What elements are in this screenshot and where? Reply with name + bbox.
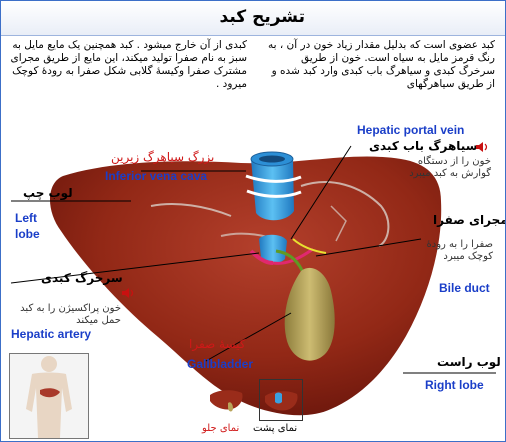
back-view-label: نمای پشت bbox=[253, 423, 298, 434]
page-title: تشریح کبد bbox=[219, 7, 305, 27]
portal-vein-shape bbox=[259, 234, 287, 264]
intro-text-right: کبد عضوی است که بدلیل مقدار زیاد خون در … bbox=[267, 39, 495, 90]
speaker-icon[interactable] bbox=[121, 287, 135, 299]
hepatic-artery-label-fa: سرخرگ کبدی bbox=[41, 271, 123, 285]
right-lobe-label-en: Right lobe bbox=[425, 378, 484, 392]
gallbladder-label-fa: کیسهٔ صفرا bbox=[189, 337, 246, 351]
left-lobe-label-fa: لوب چپ bbox=[23, 186, 73, 200]
bile-duct-shape bbox=[275, 249, 308, 282]
back-view-button[interactable] bbox=[259, 379, 303, 421]
intro-text-left: کبدی از آن خارج میشود . کبد همچنین یک ما… bbox=[10, 39, 247, 90]
front-view-button[interactable] bbox=[206, 379, 246, 419]
bile-duct-label-en: Bile duct bbox=[439, 281, 490, 295]
ivc-label-en: Inferior vena cava bbox=[105, 169, 208, 183]
bile-duct-label-fa: مجرای صفرا bbox=[433, 213, 506, 227]
speaker-icon[interactable] bbox=[475, 141, 489, 153]
liver-body bbox=[49, 156, 442, 416]
front-view-label: نمای جلو bbox=[202, 423, 240, 434]
portal-vein-label-en: Hepatic portal vein bbox=[357, 123, 465, 137]
gallbladder-label-en: Gallbladder bbox=[187, 357, 254, 371]
ivc-label-fa: بزرگ سیاهرگ زیرین bbox=[111, 150, 215, 164]
left-lobe-label-en-2: lobe bbox=[15, 227, 40, 241]
vena-cava-shape bbox=[251, 153, 294, 221]
title-bar: تشریح کبد bbox=[1, 1, 505, 36]
hepatic-artery-desc: خون پراکسیژن را به کبد حمل میکند bbox=[20, 303, 121, 326]
portal-vein-label-fa: سیاهرگ باب کبدی bbox=[369, 139, 478, 153]
hepatic-artery-shape bbox=[249, 249, 274, 265]
body-thumbnail bbox=[9, 353, 89, 439]
gallbladder-shape bbox=[284, 267, 335, 361]
right-lobe-label-fa: لوب راست bbox=[437, 355, 501, 369]
hepatic-artery-label-en: Hepatic artery bbox=[11, 327, 92, 341]
left-lobe-label-en-1: Left bbox=[15, 211, 37, 225]
bile-duct-desc: صفرا را به رودهٔ کوچک میبرد bbox=[426, 239, 493, 262]
portal-vein-desc: خون را از دستگاه گوارش به کبد میبرد bbox=[409, 156, 491, 179]
